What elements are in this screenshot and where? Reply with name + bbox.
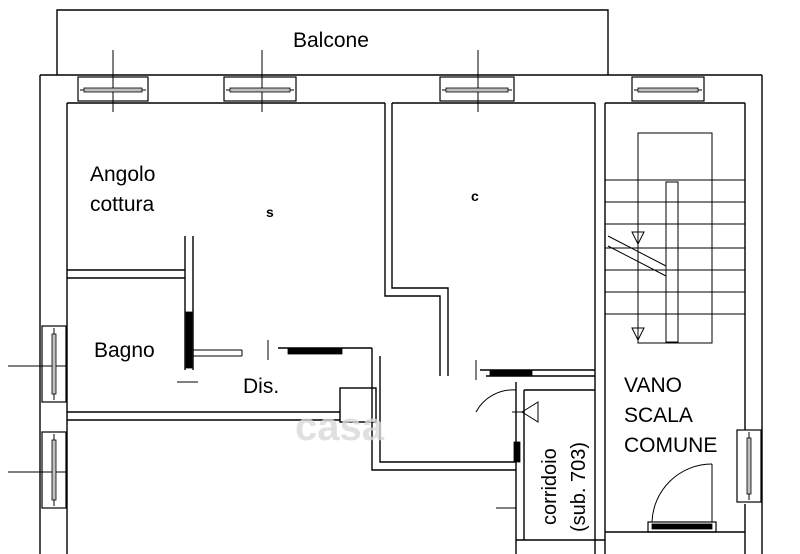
vano-scala-label-line1: VANO: [624, 374, 682, 397]
corridoio-label-line1: corridoio: [539, 448, 561, 525]
disimpegno-label: Dis.: [243, 375, 279, 398]
balcone-label: Balcone: [293, 29, 369, 52]
watermark: casa: [295, 405, 385, 449]
vano-scala-label-line2: SCALA: [624, 404, 693, 427]
interior-walls: [67, 103, 606, 554]
corridoio-label-line2: (sub. 703): [568, 442, 590, 532]
outer-walls: [39, 74, 763, 554]
soggiorno-label: s: [266, 204, 274, 220]
stair-door: [605, 463, 746, 554]
camera-label: c: [471, 188, 479, 204]
angolo-cottura-label-line1: Angolo: [90, 163, 155, 186]
angolo-cottura-label-line2: cottura: [90, 193, 155, 216]
vano-scala-label-line3: COMUNE: [624, 434, 717, 457]
staircase: [605, 132, 745, 344]
bagno-label: Bagno: [94, 339, 155, 362]
top-windows: [77, 50, 705, 112]
left-windows: [8, 325, 67, 509]
right-window: [736, 429, 762, 503]
